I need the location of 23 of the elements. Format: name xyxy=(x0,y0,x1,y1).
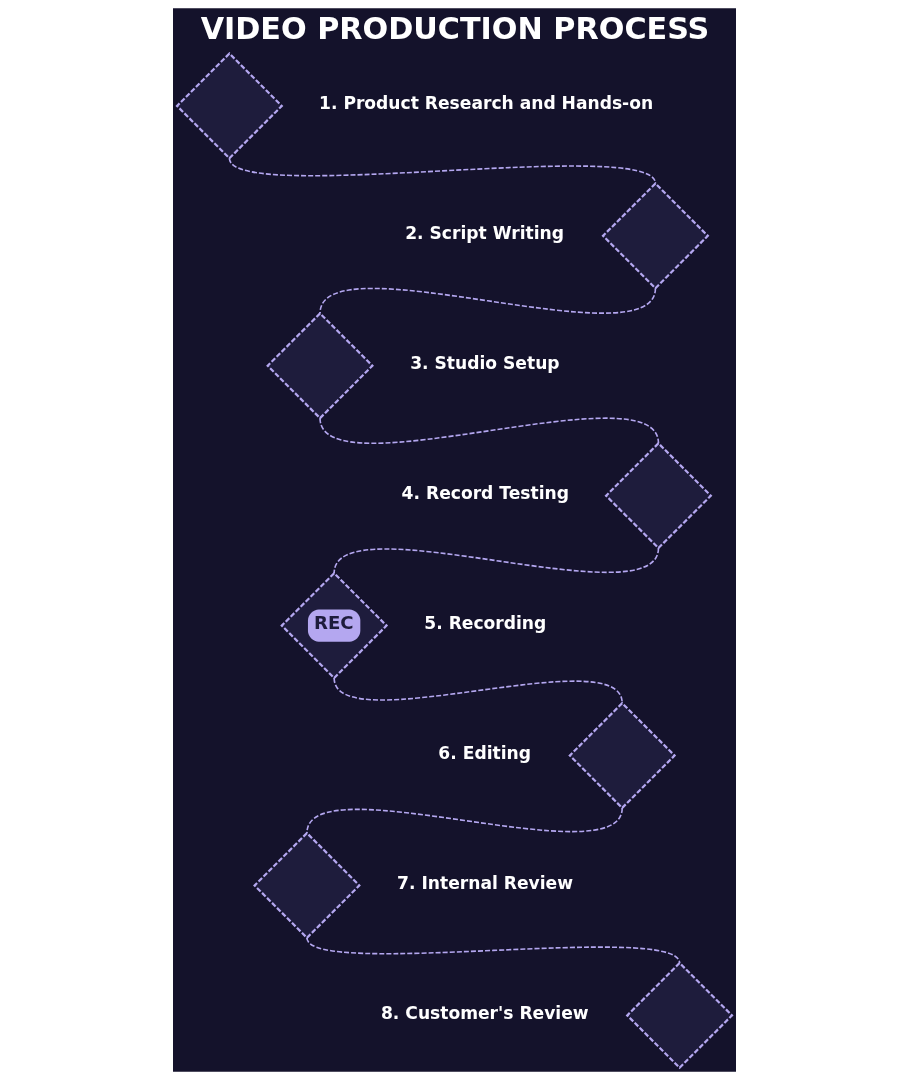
node-diamond xyxy=(604,441,712,550)
node-label: 6. Editing xyxy=(437,742,531,763)
node-diamond xyxy=(174,51,283,160)
node-label: 4. Record Testing xyxy=(401,482,569,503)
node-diamond xyxy=(252,831,361,940)
node-label: 5. Recording xyxy=(423,612,546,633)
node-diamond xyxy=(625,961,734,1070)
connector xyxy=(305,807,623,834)
connector xyxy=(332,547,659,575)
node-diamond: REC xyxy=(279,571,388,680)
node-label: 8. Customer's Review xyxy=(380,1002,589,1023)
connector xyxy=(318,287,656,315)
node-diamond xyxy=(265,311,374,420)
node-label: 3. Studio Setup xyxy=(409,352,560,373)
node-diamond xyxy=(567,701,676,810)
connector xyxy=(305,937,680,964)
connector xyxy=(318,417,659,445)
node-label: 1. Product Research and Hands-on xyxy=(318,93,653,114)
diagram-title: VIDEO PRODUCTION PROCESS xyxy=(200,11,709,47)
node-label: 2. Script Writing xyxy=(404,222,564,243)
connector xyxy=(332,677,623,704)
node-label: 7. Internal Review xyxy=(396,872,573,893)
node-diamond xyxy=(601,181,709,290)
